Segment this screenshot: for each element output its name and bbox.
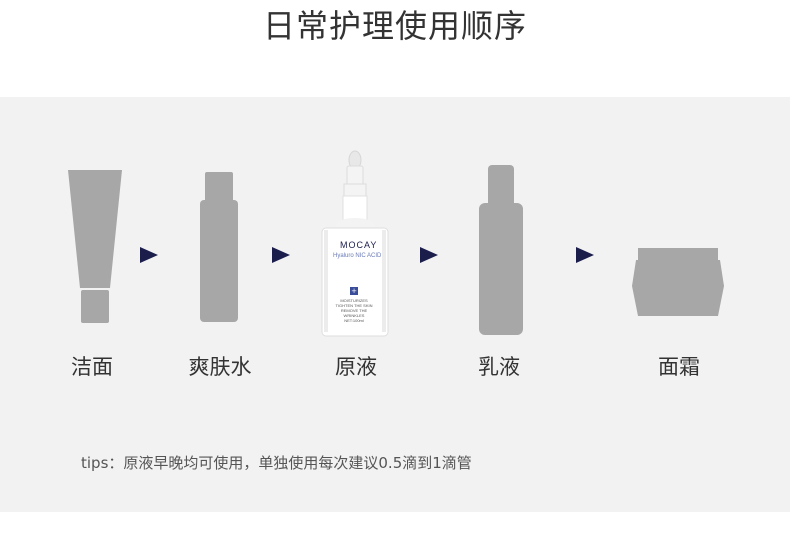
step-label-toner: 爽肤水 (160, 352, 280, 382)
tube-icon (66, 170, 124, 325)
product-brand: MOCAY (340, 240, 377, 250)
step-label-lotion: 乳液 (439, 352, 559, 382)
lotion-bottle-icon (479, 165, 523, 335)
step-label-cream: 面霜 (619, 352, 739, 382)
plus-icon: + (350, 287, 358, 295)
cream-jar-icon (632, 248, 724, 316)
arrow-icon (272, 247, 290, 263)
product-claim: REMOVE THE WRINKLES (333, 308, 375, 318)
step-label-serum: 原液 (296, 352, 416, 382)
product-net: NET:100ml (333, 318, 375, 323)
bottle-icon (199, 172, 239, 324)
arrow-icon (420, 247, 438, 263)
product-name: Hyaluro NIC ACID (333, 253, 381, 259)
arrow-icon (140, 247, 158, 263)
arrow-icon (576, 247, 594, 263)
page-title: 日常护理使用顺序 (0, 4, 790, 48)
usage-tips: tips：原液早晚均可使用，单独使用每次建议0.5滴到1滴管 (81, 452, 472, 474)
step-label-cleanse: 洁面 (32, 352, 152, 382)
